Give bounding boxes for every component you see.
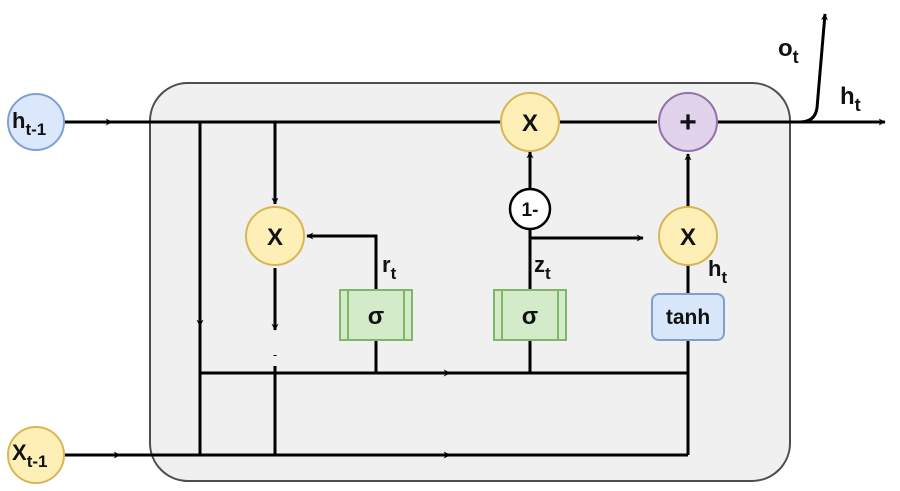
add-node: + xyxy=(658,92,718,152)
reset-multiplier: X xyxy=(245,206,305,266)
tanh-block: tanh xyxy=(651,293,725,341)
h-prev-base: h xyxy=(12,108,25,133)
h-prev-sub: t-1 xyxy=(25,120,46,139)
x-prev-base: X xyxy=(12,440,27,465)
reset-gate-label: rt xyxy=(382,252,397,283)
connection-lines xyxy=(64,13,886,459)
update-gate-sigma: σ xyxy=(493,289,567,341)
x-prev-sub: t-1 xyxy=(27,452,48,471)
candidate-multiplier: X xyxy=(658,206,718,266)
update-multiplier: X xyxy=(500,92,560,152)
reset-gate-sigma: σ xyxy=(339,289,413,341)
cell-box xyxy=(149,82,791,482)
svg-text:Xt-1: Xt-1 xyxy=(12,440,47,471)
reset-sigma-to-mult xyxy=(306,232,378,290)
x-prev-input: Xt-1 xyxy=(7,426,65,484)
add-node-label: + xyxy=(679,106,697,139)
one-minus-node: 1- xyxy=(508,187,552,231)
update-gate-label: zt xyxy=(534,252,551,283)
candidate-multiplier-label: X xyxy=(680,224,696,251)
output-o-label: ot xyxy=(778,35,799,67)
reset-multiplier-label: X xyxy=(267,224,283,251)
h-prev-circle xyxy=(7,93,65,151)
update-gate-sigma-label: σ xyxy=(522,303,538,330)
h-prev-input: ht-1 xyxy=(7,93,65,151)
update-multiplier-label: X xyxy=(522,110,538,137)
x-prev-circle xyxy=(7,426,65,484)
reset-gate-sigma-label: σ xyxy=(368,303,384,330)
crossing-gap xyxy=(268,356,282,366)
svg-text:ht-1: ht-1 xyxy=(12,108,46,139)
one-minus-label: 1- xyxy=(522,200,539,221)
tanh-label: tanh xyxy=(666,306,710,329)
output-h-label: ht xyxy=(840,83,861,115)
candidate-label: ht xyxy=(708,256,727,287)
